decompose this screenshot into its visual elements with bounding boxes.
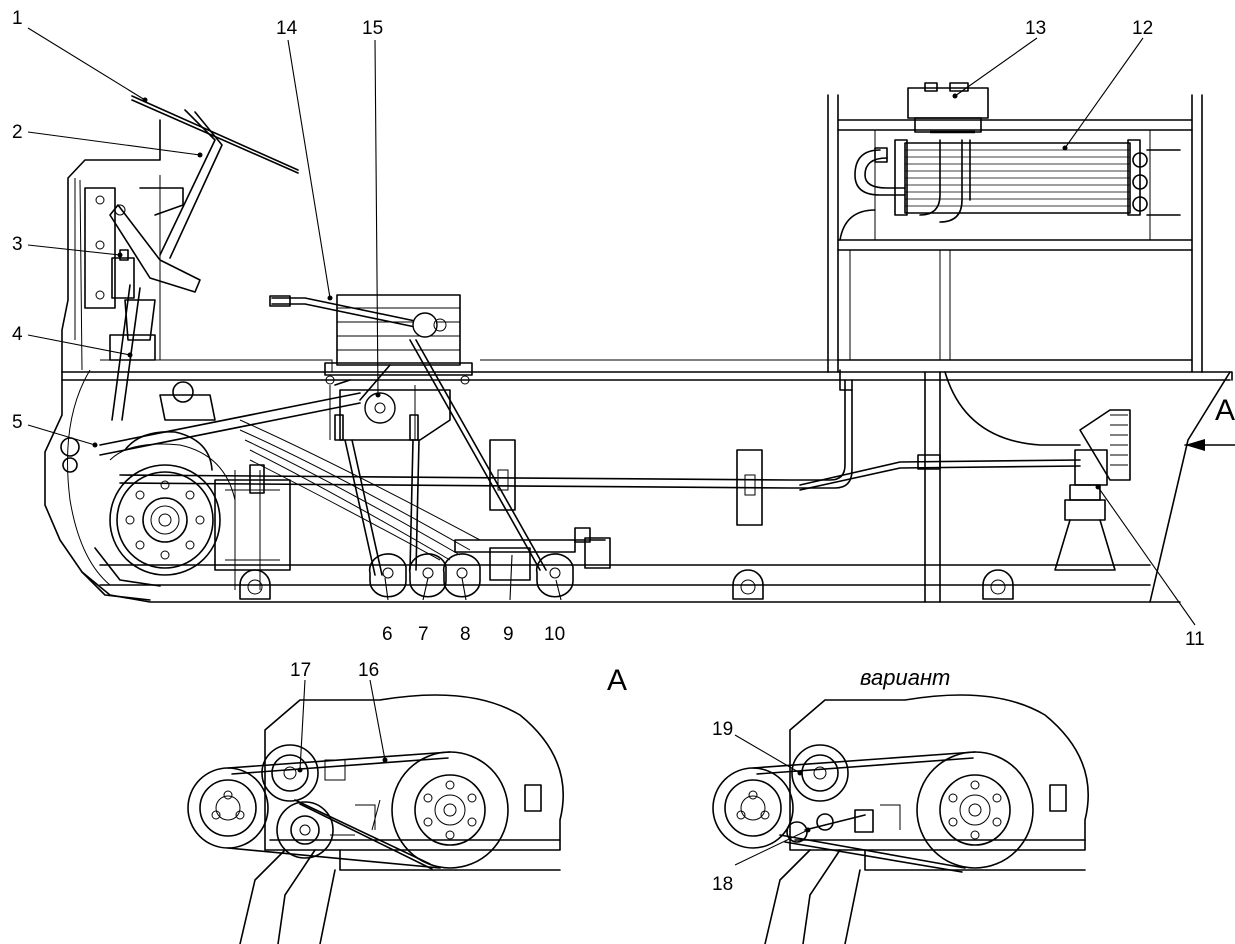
callout-9: 9 [503,624,514,645]
pivot-bracket [99,379,451,456]
callout-13: 13 [1025,18,1046,39]
callout-12: 12 [1132,18,1153,39]
leader-dots [92,93,1101,833]
callout-3: 3 [12,234,23,255]
radiator-core [839,82,1181,241]
callout-19: 19 [712,719,733,740]
valve-bank [368,527,611,598]
variant-label: вариант [860,665,950,690]
fuel-tank-and-drive [839,369,1235,571]
chassis-frame [44,119,1233,603]
control-rods [119,379,1081,576]
callout-6: 6 [382,624,393,645]
callout-7: 7 [418,624,429,645]
view-a-belt-drive [187,694,564,944]
callout-11: 11 [1185,629,1205,650]
callout-16: 16 [358,660,379,681]
arrow-a-label: A [1215,394,1235,427]
callout-4: 4 [12,324,23,345]
control-lever-box [269,294,547,571]
callout-8: 8 [460,624,471,645]
callout-14: 14 [276,18,298,39]
callout-labels: 1 2 3 4 5 6 7 8 9 10 11 12 13 14 15 16 1… [12,8,1205,895]
callout-2: 2 [12,122,23,143]
callout-18: 18 [712,874,733,895]
engine-flywheel-assembly [60,431,291,590]
view-a-variant-belt-drive [712,694,1089,944]
callout-5: 5 [12,412,23,433]
callout-17: 17 [290,660,311,681]
steering-pedal-assembly [67,95,299,586]
callout-1: 1 [12,8,23,29]
callout-15: 15 [362,18,383,39]
radiator-cage [827,94,1203,373]
view-a-title: A [607,664,627,697]
callout-10: 10 [544,624,565,645]
leader-lines [27,27,1196,866]
